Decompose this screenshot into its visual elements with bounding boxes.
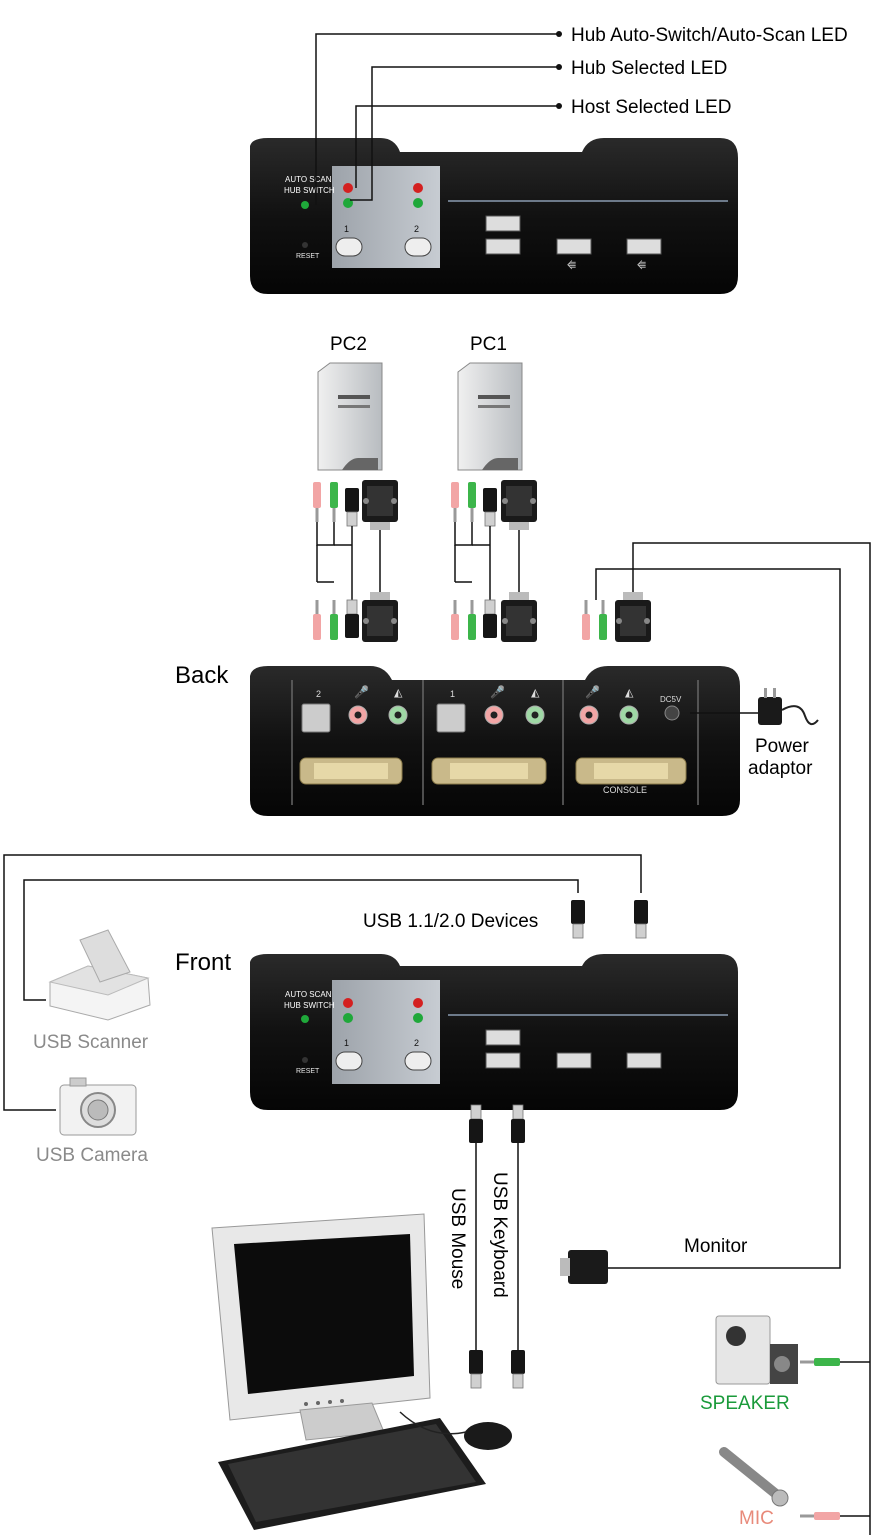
hub2-led-green: [413, 198, 423, 208]
led-callout-lines: [315, 33, 559, 205]
dvi-port-2: [299, 757, 403, 785]
usb-scanner-label: USB Scanner: [33, 1032, 149, 1053]
monitor-dvi-plug: [560, 1250, 608, 1284]
pc2-label: PC2: [330, 334, 367, 355]
dvi-port-console: [575, 757, 687, 785]
power-adaptor-label-2: adaptor: [748, 758, 813, 779]
back-port1-label: 1: [450, 689, 455, 699]
usb-b-port-1: [436, 703, 466, 733]
usb-camera-label: USB Camera: [36, 1145, 148, 1166]
monitor-label: Monitor: [684, 1236, 748, 1257]
auto-scan-led: [301, 201, 309, 209]
port1-label: 1: [344, 224, 349, 234]
port1-label: 1: [344, 1038, 349, 1048]
power-adaptor: [758, 688, 819, 726]
hub-auto-switch-led-label: Hub Auto-Switch/Auto-Scan LED: [571, 25, 848, 46]
speaker-device: [715, 1315, 798, 1385]
console-mouse: [399, 1411, 512, 1450]
auto-scan-label: AUTO SCAN: [285, 175, 332, 184]
port2-button[interactable]: [404, 237, 432, 257]
pc1-cable-set: [451, 480, 537, 642]
pc1-tower: [457, 362, 523, 471]
kvm-front-panel: AUTO SCAN HUB SWITCH RESET 1 2: [250, 954, 738, 1110]
mic-icon: 🎤: [354, 684, 369, 699]
usb-hub-cables: [3, 854, 642, 1111]
usb-plug-hub-1: [570, 899, 586, 939]
console-label: CONSOLE: [603, 785, 647, 795]
hub-selected-led-label: Hub Selected LED: [571, 58, 727, 79]
usb-port-keyboard: [485, 238, 521, 255]
speaker-icon: ◭: [625, 687, 634, 699]
usb-icon: ⭅: [637, 260, 646, 272]
auto-scan-label: AUTO SCAN: [285, 990, 332, 999]
dc5v-label: DC5V: [660, 695, 682, 704]
hub-switch-label: HUB SWITCH: [284, 1001, 335, 1010]
usb-mouse-label: USB Mouse: [447, 1188, 468, 1289]
port2-label: 2: [414, 224, 419, 234]
usb-plug-keyboard-bottom: [510, 1349, 526, 1389]
usb-devices-label: USB 1.1/2.0 Devices: [363, 911, 538, 932]
port2-label: 2: [414, 1038, 419, 1048]
usb-port-mouse: [485, 215, 521, 232]
usb-icon: ⭅: [567, 260, 576, 272]
mic-label: MIC: [739, 1508, 774, 1529]
usb-plug-keyboard-top: [510, 1104, 526, 1144]
mic-icon: 🎤: [585, 684, 600, 699]
kvm-front-detail: AUTO SCAN HUB SWITCH RESET 1 2 ⭅ ⭅: [250, 138, 738, 294]
pc2-tower: [317, 362, 383, 471]
mic-device: [719, 1447, 789, 1507]
usb-port-hub-2: [626, 238, 662, 255]
dc-power-jack: [664, 705, 680, 721]
console-monitor: [211, 1213, 431, 1441]
host2-led-red: [413, 183, 423, 193]
hub-switch-label: HUB SWITCH: [284, 186, 335, 195]
console-cable-set: [582, 542, 871, 1535]
usb-keyboard-label: USB Keyboard: [489, 1172, 510, 1298]
back-port2-label: 2: [316, 689, 321, 699]
front-view-label: Front: [175, 949, 231, 976]
usb-scanner: [48, 929, 151, 1021]
reset-label: RESET: [296, 253, 320, 260]
port1-button[interactable]: [335, 237, 363, 257]
console-keyboard: [218, 1418, 486, 1530]
speaker-icon: ◭: [531, 687, 540, 699]
power-adaptor-label-1: Power: [755, 736, 810, 757]
pc2-cable-set: [313, 480, 398, 642]
usb-camera: [59, 1077, 137, 1136]
kvm-back-panel: 2 1 🎤 ◭ 🎤 ◭ 🎤 ◭ CONSOLE DC5V: [250, 666, 740, 816]
usb-plug-mouse-top: [468, 1104, 484, 1144]
dvi-port-1: [431, 757, 547, 785]
host1-led-red: [343, 183, 353, 193]
speaker-label: SPEAKER: [700, 1393, 790, 1414]
usb-port-hub-1: [556, 238, 592, 255]
port2-button[interactable]: [404, 1051, 432, 1071]
pc1-label: PC1: [470, 334, 507, 355]
usb-plug-hub-2: [633, 899, 649, 939]
back-view-label: Back: [175, 662, 229, 689]
mic-icon: 🎤: [490, 684, 505, 699]
usb-b-port-2: [301, 703, 331, 733]
speaker-icon: ◭: [394, 687, 403, 699]
port1-button[interactable]: [335, 1051, 363, 1071]
usb-plug-mouse-bottom: [468, 1349, 484, 1389]
reset-label: RESET: [296, 1068, 320, 1075]
host-selected-led-label: Host Selected LED: [571, 97, 732, 118]
